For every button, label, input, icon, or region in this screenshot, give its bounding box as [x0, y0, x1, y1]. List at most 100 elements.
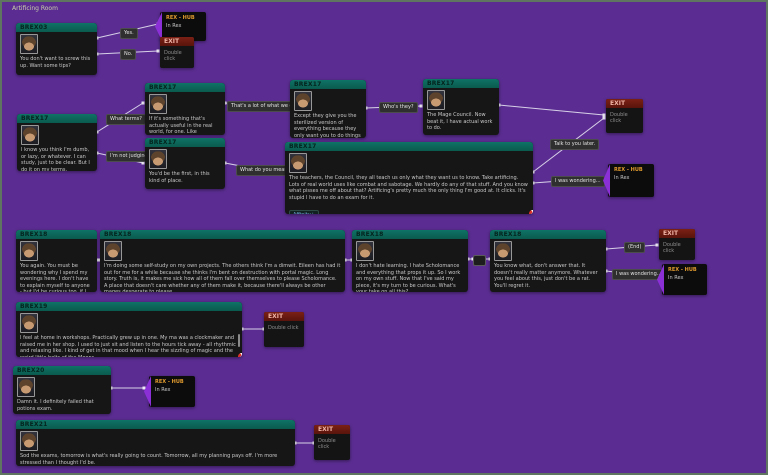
choice-label-wondering-2[interactable]: I was wondering... — [612, 269, 666, 280]
node-body: Sod the exams, tomorrow is what's really… — [16, 429, 295, 466]
hub-subtitle: In Rex — [668, 275, 684, 281]
connection-port[interactable] — [602, 113, 606, 117]
dialogue-node-brex17-3[interactable]: BREX17 You'd be the first, in this kind … — [145, 138, 225, 189]
hub-arrow-icon — [155, 12, 162, 41]
connection-port[interactable] — [655, 243, 659, 247]
exit-title: EXIT — [606, 99, 643, 108]
connection-port[interactable] — [604, 247, 608, 251]
connection-port[interactable] — [95, 36, 99, 40]
connection-port[interactable] — [95, 151, 99, 155]
choice-label-talk-later[interactable]: Talk to you later. — [550, 139, 600, 150]
node-body: You again. You must be wondering why I s… — [16, 239, 97, 292]
node-id: BREX21 — [16, 420, 295, 429]
choice-label-whos-they[interactable]: Who's they? — [379, 102, 418, 113]
connection-port[interactable] — [141, 101, 145, 105]
connection-wire[interactable] — [498, 104, 605, 116]
hub-subtitle: In Rex — [166, 23, 182, 29]
dialogue-node-brex17-4[interactable]: BREX17 Except they give you the steriliz… — [290, 80, 366, 138]
connection-port[interactable] — [497, 103, 501, 107]
exit-node-3[interactable]: EXIT Double click — [659, 229, 695, 260]
connection-port[interactable] — [95, 130, 99, 134]
pass-through-node[interactable] — [473, 255, 486, 266]
node-id: BREX17 — [423, 79, 499, 88]
character-portrait — [20, 313, 38, 333]
exit-hint: Double click — [268, 325, 299, 331]
dialogue-node-brex17-2[interactable]: BREX17 If it's something that's actually… — [145, 83, 225, 135]
affinity-button[interactable]: Affinity+ — [289, 210, 319, 214]
node-id: BREX18 — [352, 230, 468, 239]
hub-node-rex-3[interactable]: REX - HUB In Rex — [657, 264, 707, 295]
connection-port[interactable] — [604, 269, 608, 273]
connection-port[interactable] — [109, 386, 113, 390]
node-id: BREX20 — [13, 366, 111, 375]
exit-node-5[interactable]: EXIT Double click — [314, 425, 350, 460]
character-portrait — [20, 34, 38, 54]
dialogue-node-brex17-5[interactable]: BREX17 The Mage Council. Now beat it, I … — [423, 79, 499, 135]
dialogue-node-brex18-2[interactable]: BREX18 I'm doing some self-study on my o… — [100, 230, 345, 292]
character-portrait — [427, 90, 445, 110]
choice-label-wondering-1[interactable]: I was wondering... — [551, 176, 605, 187]
connection-port[interactable] — [364, 106, 368, 110]
dialogue-text: You again. You must be wondering why I s… — [20, 263, 90, 292]
node-id: BREX18 — [16, 230, 97, 239]
connection-port[interactable] — [95, 258, 99, 262]
connection-port[interactable] — [223, 161, 227, 165]
connection-port[interactable] — [95, 52, 99, 56]
dialogue-node-brex21[interactable]: BREX21 Sod the exams, tomorrow is what's… — [16, 420, 295, 466]
hub-node-rex-1[interactable]: REX - HUB In Rex — [155, 12, 206, 41]
dialogue-text: The teachers, the Council, they all teac… — [289, 175, 528, 201]
node-body: You'd be the first, in this kind of plac… — [145, 147, 225, 187]
choice-label-end[interactable]: (End) — [624, 242, 646, 253]
dialogue-node-brex03[interactable]: BREX03 You don't want to screw this up. … — [16, 23, 97, 75]
dialogue-node-brex17-6[interactable]: BREX17 The teachers, the Council, they a… — [285, 142, 533, 214]
hub-title: REX - HUB — [614, 167, 643, 173]
dialogue-node-brex17-1[interactable]: BREX17 I know you think I'm dumb, or laz… — [17, 114, 97, 171]
connection-port[interactable] — [419, 104, 423, 108]
connection-port[interactable] — [343, 258, 347, 262]
exit-node-4[interactable]: EXIT Double click — [264, 312, 304, 347]
connection-port[interactable] — [223, 101, 227, 105]
exit-node-2[interactable]: EXIT Double click — [606, 99, 643, 133]
connection-port[interactable] — [142, 386, 146, 390]
hub-node-rex-4[interactable]: REX - HUB In Rex — [144, 376, 195, 407]
dialogue-text: You'd be the first, in this kind of plac… — [149, 171, 210, 184]
dialogue-text: Damn it. I definitely failed that potion… — [17, 399, 94, 412]
connection-port[interactable] — [466, 257, 470, 261]
dialogue-text: I don't hate learning. I hate Scholomanc… — [356, 263, 461, 292]
connection-port[interactable] — [240, 327, 244, 331]
character-portrait — [20, 241, 38, 261]
hub-node-rex-2[interactable]: REX - HUB In Rex — [603, 164, 654, 197]
node-scrollbar[interactable] — [238, 334, 240, 347]
hub-subtitle: In Rex — [155, 387, 171, 393]
dialogue-node-brex18-3[interactable]: BREX18 I don't hate learning. I hate Sch… — [352, 230, 468, 292]
choice-label-no[interactable]: No. — [120, 49, 137, 60]
connection-port[interactable] — [531, 170, 535, 174]
connection-port[interactable] — [156, 49, 160, 53]
dialogue-node-brex20[interactable]: BREX20 Damn it. I definitely failed that… — [13, 366, 111, 414]
hub-title: REX - HUB — [155, 379, 184, 385]
exit-hint: Double click — [663, 242, 681, 254]
connection-port[interactable] — [602, 116, 606, 120]
dialogue-node-brex18-1[interactable]: BREX18 You again. You must be wondering … — [16, 230, 97, 292]
node-body: Damn it. I definitely failed that potion… — [13, 375, 111, 414]
exit-hint: Double click — [318, 438, 336, 450]
node-body: If it's something that's actually useful… — [145, 92, 225, 135]
exit-node-1[interactable]: EXIT Double click — [160, 37, 194, 68]
choice-label-yes[interactable]: Yes. — [120, 28, 138, 39]
exit-hint: Double click — [164, 50, 182, 62]
node-id: BREX18 — [100, 230, 345, 239]
choice-label-what-terms[interactable]: What terms? — [106, 114, 146, 125]
dialogue-node-brex19[interactable]: BREX19 I feel at home in workshops. Prac… — [16, 302, 242, 357]
node-body: Except they give you the sterilized vers… — [290, 89, 366, 138]
hub-arrow-icon — [657, 264, 664, 295]
exit-title: EXIT — [659, 229, 695, 238]
connection-port[interactable] — [141, 161, 145, 165]
connection-port[interactable] — [531, 181, 535, 185]
node-id: BREX18 — [490, 230, 606, 239]
connection-port[interactable] — [293, 441, 297, 445]
character-portrait — [289, 153, 307, 173]
exit-title: EXIT — [160, 37, 194, 46]
dialogue-text: Except they give you the sterilized vers… — [294, 113, 361, 138]
dialogue-node-brex18-4[interactable]: BREX18 You know what, don't answer that.… — [490, 230, 606, 292]
